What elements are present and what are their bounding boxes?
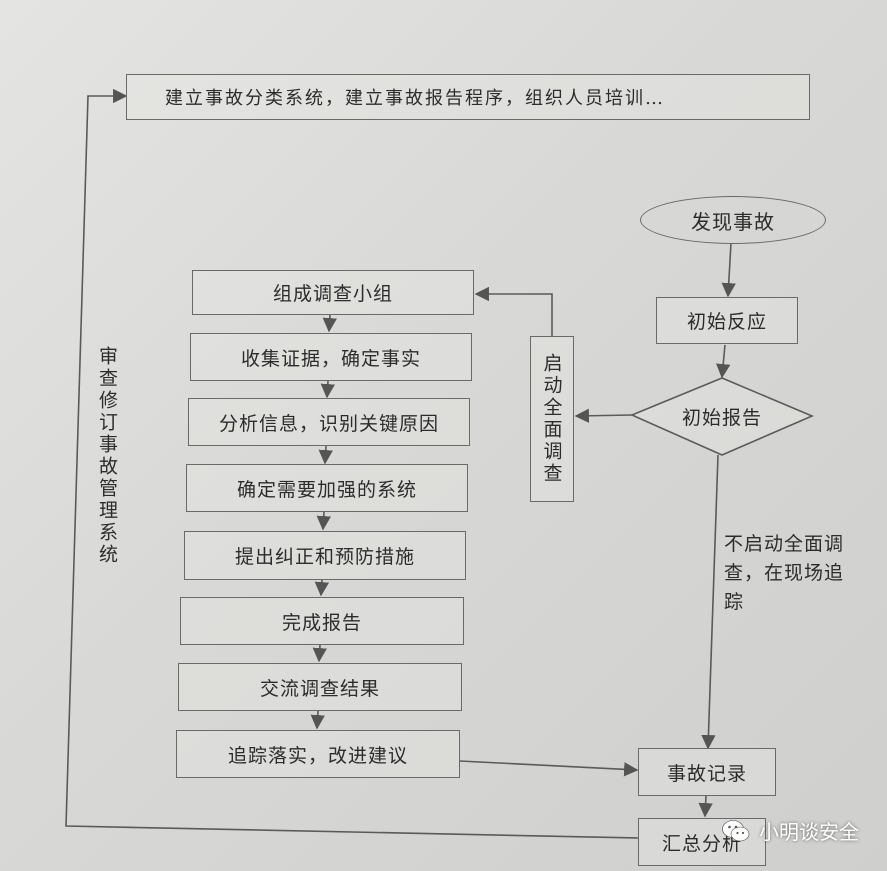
step-form-team-label: 组成调查小组 — [272, 283, 393, 305]
initial-response-box: 初始反应 — [656, 297, 798, 344]
step-propose-measures: 提出纠正和预防措施 — [184, 531, 466, 580]
initial-response-label: 初始反应 — [686, 311, 767, 333]
step-determine-systems: 确定需要加强的系统 — [186, 464, 468, 512]
top-box-setup: 建立事故分类系统，建立事故报告程序，组织人员培训… — [126, 74, 810, 120]
no-full-investigation-text: 不启动全面调查，在现场追踪 — [724, 533, 845, 613]
arrow-start-to-response — [721, 242, 736, 298]
step-follow-up: 追踪落实，改进建议 — [176, 730, 460, 778]
step-communicate-results: 交流调查结果 — [178, 663, 462, 711]
initial-report-diamond — [629, 377, 815, 456]
start-label: 发现事故 — [691, 209, 775, 234]
arrow-full-to-team — [474, 286, 553, 336]
arrow-report-to-full — [574, 408, 633, 423]
step-determine-systems-label: 确定需要加强的系统 — [236, 478, 417, 501]
step-complete-report: 完成报告 — [180, 597, 464, 645]
arrow-followup-to-record — [459, 760, 639, 777]
step-communicate-results-label: 交流调查结果 — [259, 677, 380, 700]
arrow-report-to-record — [701, 454, 719, 750]
no-full-investigation-note: 不启动全面调查，在现场追踪 — [724, 530, 852, 617]
accident-record-label: 事故记录 — [666, 762, 747, 785]
step-collect-evidence: 收集证据，确定事实 — [190, 333, 472, 381]
arrow-response-to-report — [716, 344, 731, 379]
full-investigation-label: 启动全面调查 — [540, 353, 563, 485]
step-form-team: 组成调查小组 — [192, 270, 474, 315]
arrow-record-to-summary — [698, 795, 713, 818]
feedback-loop-line — [65, 88, 639, 839]
watermark-text: 小明谈安全 — [759, 820, 859, 844]
step-propose-measures-label: 提出纠正和预防措施 — [234, 546, 415, 568]
wechat-icon — [722, 819, 750, 841]
left-label-review: 审查修订事故管理系统 — [96, 346, 118, 566]
summary-analysis-box: 汇总分析 — [638, 818, 766, 866]
watermark: 小明谈安全 — [721, 816, 859, 845]
accident-record-box: 事故记录 — [638, 748, 776, 796]
step-collect-evidence-label: 收集证据，确定事实 — [240, 347, 421, 370]
summary-analysis-label: 汇总分析 — [661, 832, 742, 855]
step-follow-up-label: 追踪落实，改进建议 — [227, 744, 408, 767]
step-analyze-info: 分析信息，识别关键原因 — [188, 398, 470, 446]
initial-report-label: 初始报告 — [681, 406, 762, 429]
step-analyze-info-label: 分析信息，识别关键原因 — [218, 412, 439, 435]
step-complete-report-label: 完成报告 — [281, 611, 362, 634]
start-ellipse: 发现事故 — [640, 196, 826, 244]
top-box-text: 建立事故分类系统，建立事故报告程序，组织人员培训… — [165, 88, 665, 109]
full-investigation-box: 启动全面调查 — [530, 336, 574, 502]
